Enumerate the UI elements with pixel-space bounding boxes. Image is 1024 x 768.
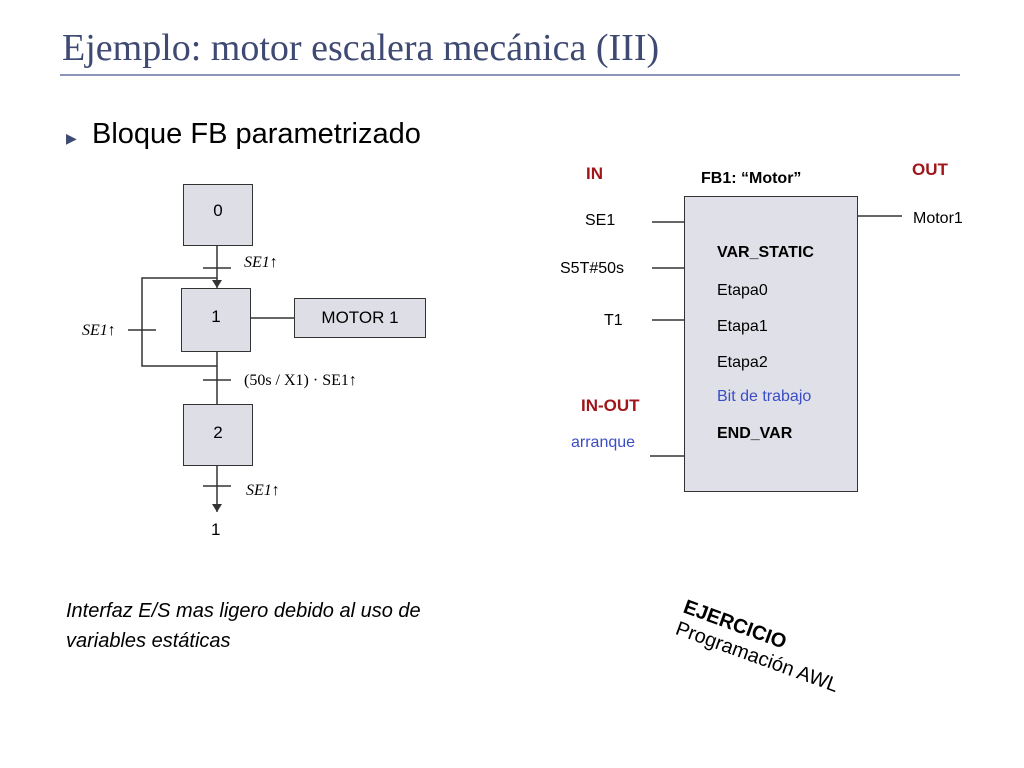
transition-loop-label: SE1↑ <box>82 322 116 339</box>
output-motor1: Motor1 <box>913 210 963 227</box>
var-etapa0: Etapa0 <box>717 282 768 299</box>
slide-title: Ejemplo: motor escalera mecánica (III) <box>62 27 660 69</box>
loop-line <box>141 277 217 367</box>
note-line-2: variables estáticas <box>66 630 231 652</box>
step-1-label: 1 <box>211 307 221 326</box>
fb-title: FB1: “Motor” <box>701 170 802 187</box>
transition-0-1-label: SE1↑ <box>244 254 278 271</box>
end-var-keyword: END_VAR <box>717 425 793 442</box>
var-work-bit: Bit de trabajo <box>717 388 812 405</box>
in-header: IN <box>586 164 603 183</box>
title-underline <box>60 74 960 76</box>
input-s5t: S5T#50s <box>560 260 625 277</box>
jump-target-label: 1 <box>211 520 221 539</box>
inout-arranque: arranque <box>571 434 636 451</box>
step-0-label: 0 <box>213 201 223 220</box>
var-etapa1: Etapa1 <box>717 318 768 335</box>
triangle-right-icon: ▶ <box>66 130 77 146</box>
var-static-keyword: VAR_STATIC <box>717 244 814 261</box>
out-header: OUT <box>912 160 948 179</box>
note-text: Interfaz E/S mas ligero debido al uso de… <box>66 596 421 656</box>
bullet-text: Bloque FB parametrizado <box>92 118 421 150</box>
arrow-jump <box>212 504 222 512</box>
var-etapa2: Etapa2 <box>717 354 768 371</box>
step-2-label: 2 <box>213 423 223 442</box>
step-0: 0 <box>183 184 253 246</box>
input-t1: T1 <box>604 312 623 329</box>
input-se1: SE1 <box>585 212 616 229</box>
step-2: 2 <box>183 404 253 466</box>
action-motor1: MOTOR 1 <box>294 298 426 338</box>
step-1: 1 <box>181 288 251 352</box>
function-block <box>684 196 858 492</box>
transition-1-2-label: (50s / X1) · SE1↑ <box>244 372 357 389</box>
transition-2-1-label: SE1↑ <box>246 482 280 499</box>
inout-header: IN-OUT <box>581 396 640 415</box>
note-line-1: Interfaz E/S mas ligero debido al uso de <box>66 600 421 622</box>
arrow-into-step1 <box>212 280 222 288</box>
